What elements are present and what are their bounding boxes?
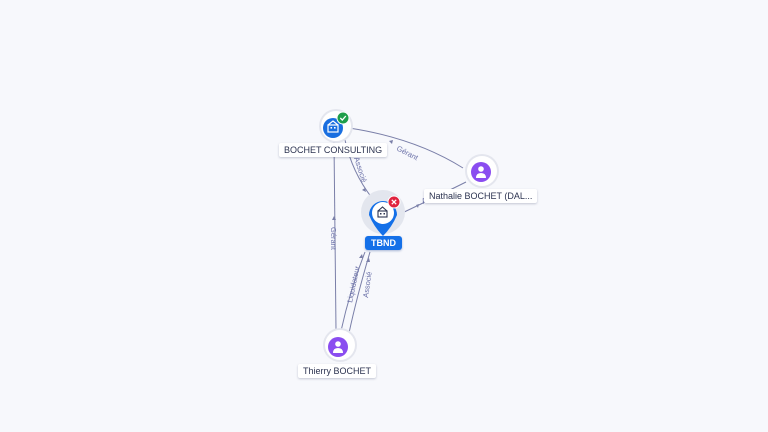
person-node-circle [328,337,348,357]
edge-thierry-tbnd[interactable]: Liquidateur Associé [340,251,374,334]
person-icon [476,166,486,178]
node-bochet-consulting[interactable] [319,109,353,143]
node-thierry[interactable] [323,328,357,362]
node-label-nathalie[interactable]: Nathalie BOCHET (DAL... [424,189,538,203]
node-label-thierry[interactable]: Thierry BOCHET [298,364,377,378]
edge-label-liquidateur: Liquidateur [345,265,362,304]
close-icon [387,195,401,209]
building-icon [377,206,388,218]
edge-label-gerant: Gérant [395,144,420,163]
node-label-tbnd[interactable]: TBND [365,236,402,250]
edge-thierry-bochet[interactable]: Gérant [329,141,338,331]
node-label-bochet-consulting[interactable]: BOCHET CONSULTING [279,143,388,157]
person-node-circle [471,162,491,182]
person-icon [333,341,343,353]
node-tbnd[interactable] [361,190,405,236]
edge-label-associe-2: Associé [361,271,374,298]
edge-label-gerant-2: Gérant [329,227,338,251]
company-node-circle [323,118,343,138]
check-icon [336,111,350,125]
node-nathalie[interactable] [465,154,499,188]
building-icon [327,120,339,133]
